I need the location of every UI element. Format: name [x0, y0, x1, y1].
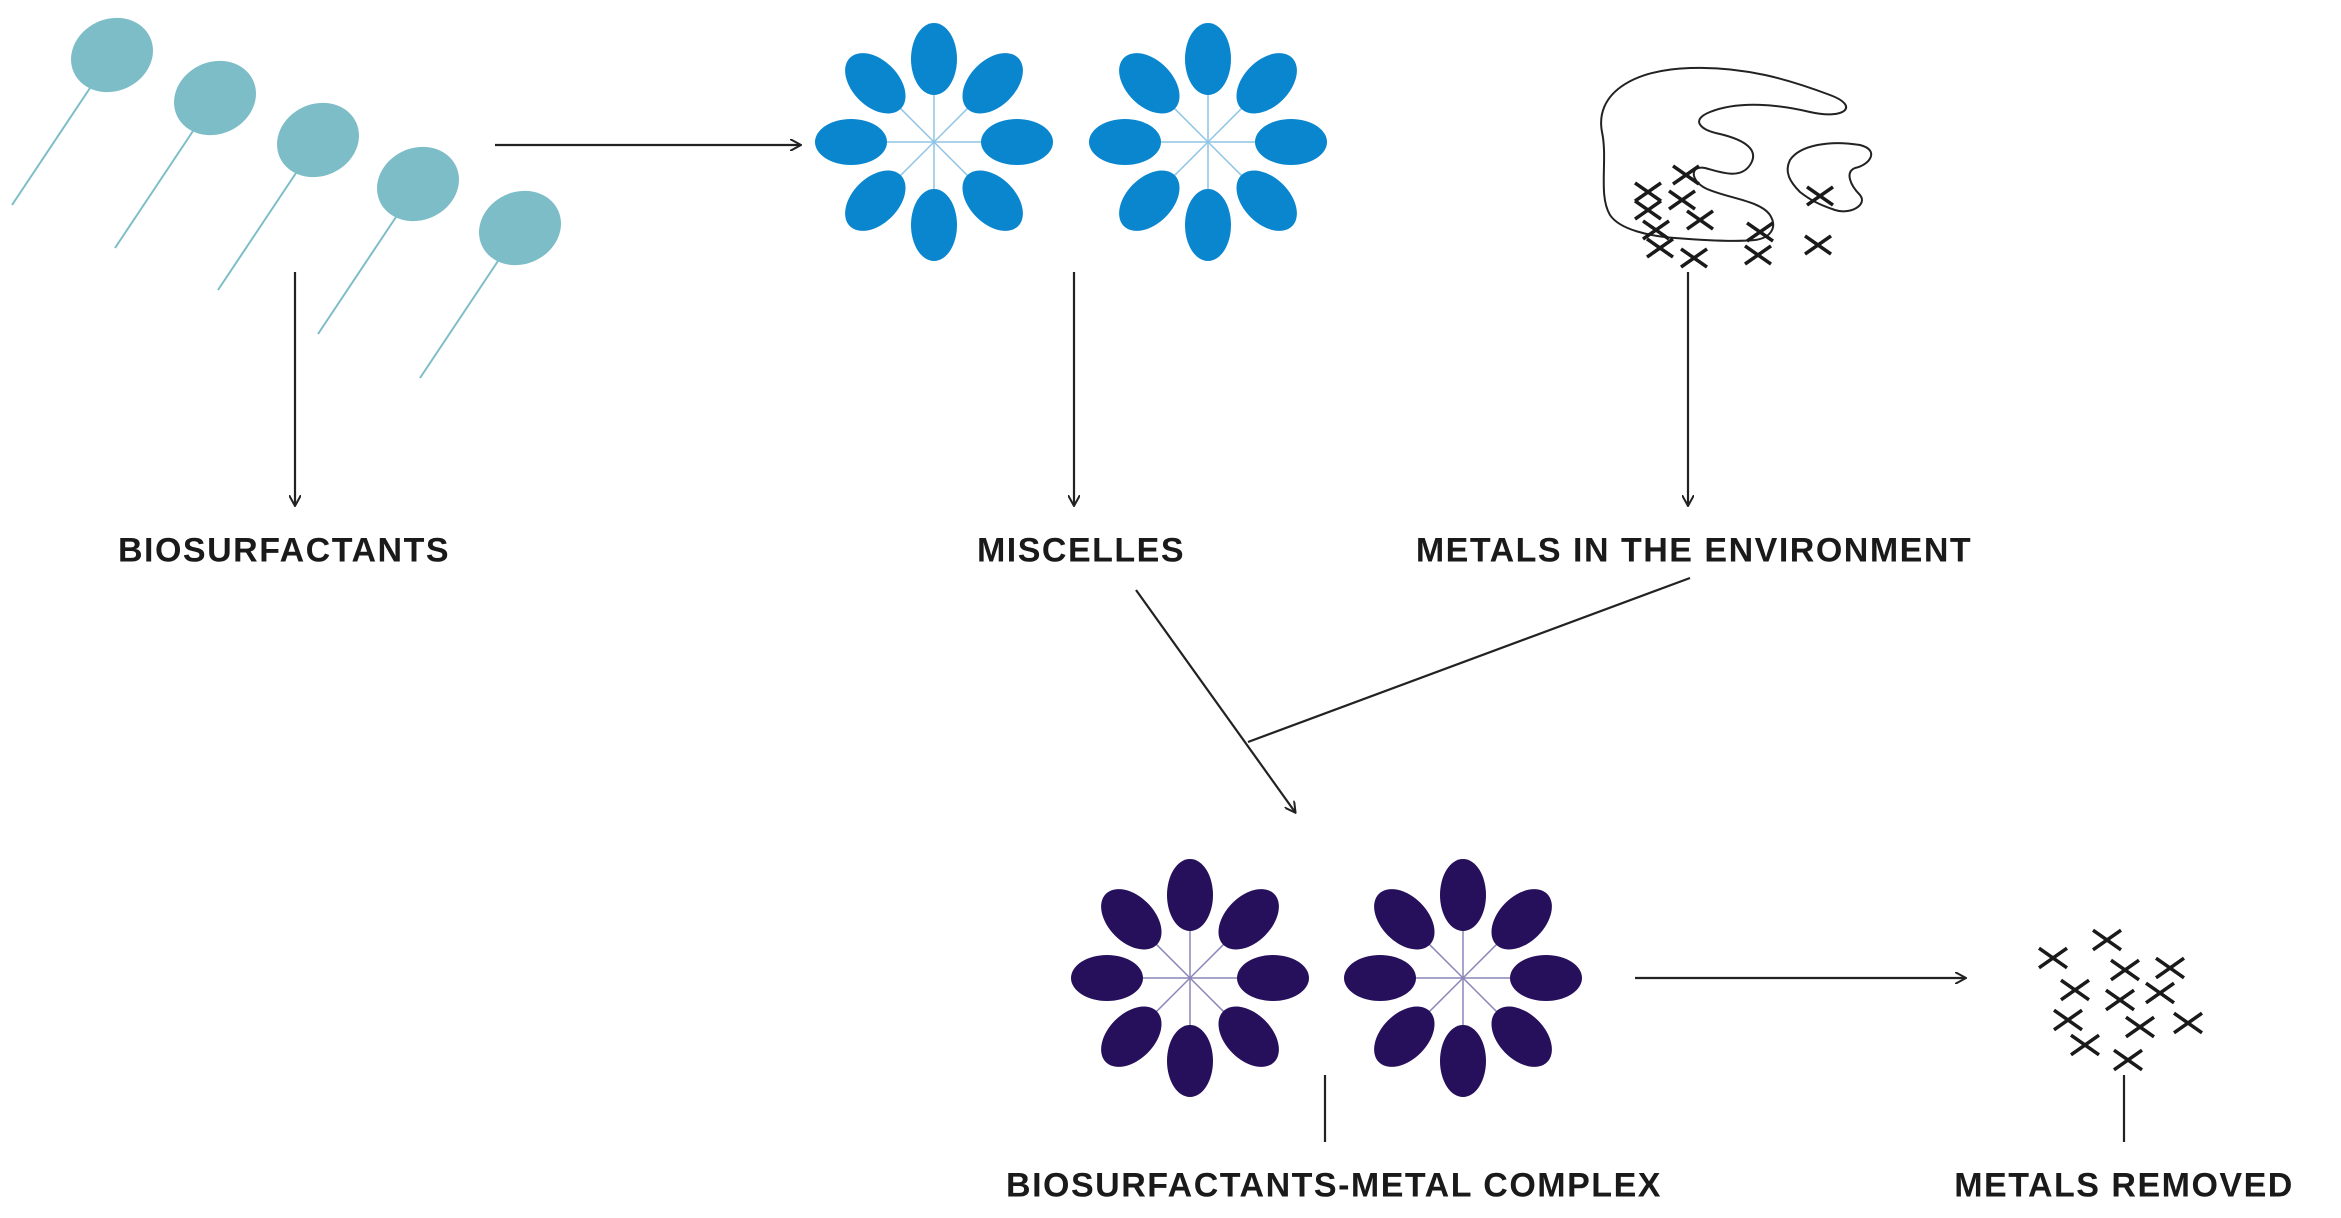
- metal-x-mark: [2091, 928, 2123, 952]
- label-biosurfactants-metal-complex: BIOSURFACTANTS-METAL COMPLEX: [1006, 1166, 1662, 1205]
- removed-metals-cluster: [2037, 928, 2204, 1072]
- biosurfactant-molecule: [11, 17, 153, 206]
- label-miscelles: MISCELLES: [976, 531, 1186, 570]
- metal-x-mark: [1685, 209, 1715, 231]
- metal-x-mark: [1805, 185, 1835, 207]
- metal-x-mark: [1641, 219, 1671, 241]
- metal-x-mark: [2037, 946, 2069, 970]
- metal-x-mark: [1633, 199, 1663, 221]
- metal-x-mark: [1633, 181, 1663, 203]
- metal-x-mark: [2109, 958, 2141, 982]
- biosurfactant-molecule: [419, 190, 561, 379]
- line-env-to-join: [1247, 576, 1691, 744]
- label-metals-environment: METALS IN THE ENVIRONMENT: [1415, 531, 1973, 570]
- metal-x-mark: [1743, 244, 1773, 266]
- biosurfactant-molecule: [317, 146, 459, 335]
- metal-x-mark: [2124, 1015, 2156, 1039]
- metal-x-mark: [2172, 1011, 2204, 1035]
- environment-blob: [1600, 66, 1873, 242]
- label-metals-removed: METALS REMOVED: [1954, 1166, 2294, 1205]
- biosurfactant-molecules: [11, 17, 561, 379]
- line-miscelles-to-complex: [1135, 589, 1295, 812]
- metal-x-mark: [2154, 956, 2186, 980]
- biosurfactant-molecule: [217, 102, 359, 291]
- connectors: [295, 145, 2126, 1142]
- metal-x-mark: [2069, 1033, 2101, 1057]
- micelles-illustration: [815, 23, 1327, 261]
- complex-micelles-illustration: [1071, 859, 1582, 1097]
- label-biosurfactants: BIOSURFACTANTS: [117, 531, 451, 570]
- metal-x-mark: [2052, 1008, 2084, 1032]
- metal-x-mark: [2144, 981, 2176, 1005]
- micelle: [1071, 859, 1309, 1097]
- environment-metals: [1633, 164, 1835, 269]
- metal-x-mark: [1745, 221, 1775, 243]
- metal-x-mark: [1803, 234, 1833, 256]
- metal-x-mark: [1679, 247, 1709, 269]
- metal-x-mark: [2112, 1048, 2144, 1072]
- metal-x-mark: [2059, 978, 2091, 1002]
- metal-x-mark: [1671, 164, 1701, 186]
- micelle: [1089, 23, 1327, 261]
- metal-x-mark: [1645, 237, 1675, 259]
- micelle: [1344, 859, 1582, 1097]
- biosurfactant-molecule: [114, 60, 256, 249]
- metal-x-mark: [1667, 189, 1697, 211]
- micelle: [815, 23, 1053, 261]
- metal-x-mark: [2104, 988, 2136, 1012]
